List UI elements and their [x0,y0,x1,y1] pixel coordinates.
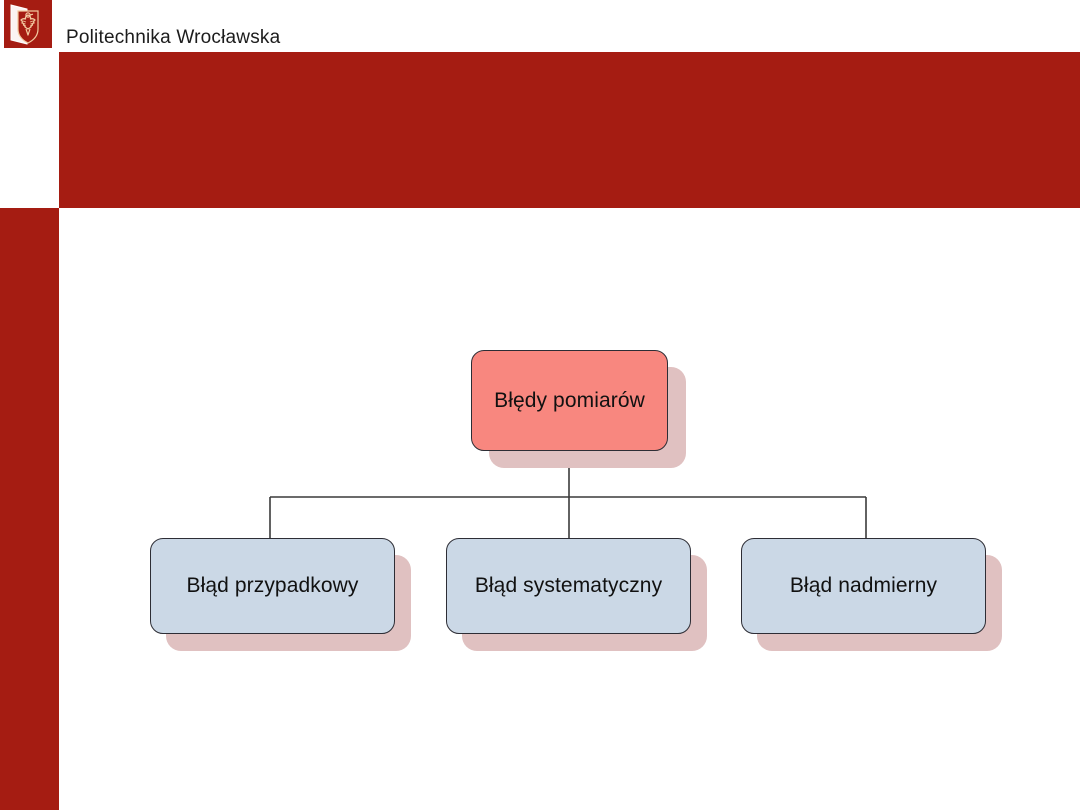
diagram-node-systematic-error[interactable]: Błąd systematyczny [446,538,691,634]
header-banner-bar [59,52,1080,208]
diagram-node-random-error[interactable]: Błąd przypadkowy [150,538,395,634]
university-crest-eagle-icon [4,0,52,48]
diagram-node-gross-error[interactable]: Błąd nadmierny [741,538,986,634]
diagram-node-root[interactable]: Błędy pomiarów [471,350,668,451]
university-name-label: Politechnika Wrocławska [66,27,281,48]
left-side-rail [0,208,59,810]
